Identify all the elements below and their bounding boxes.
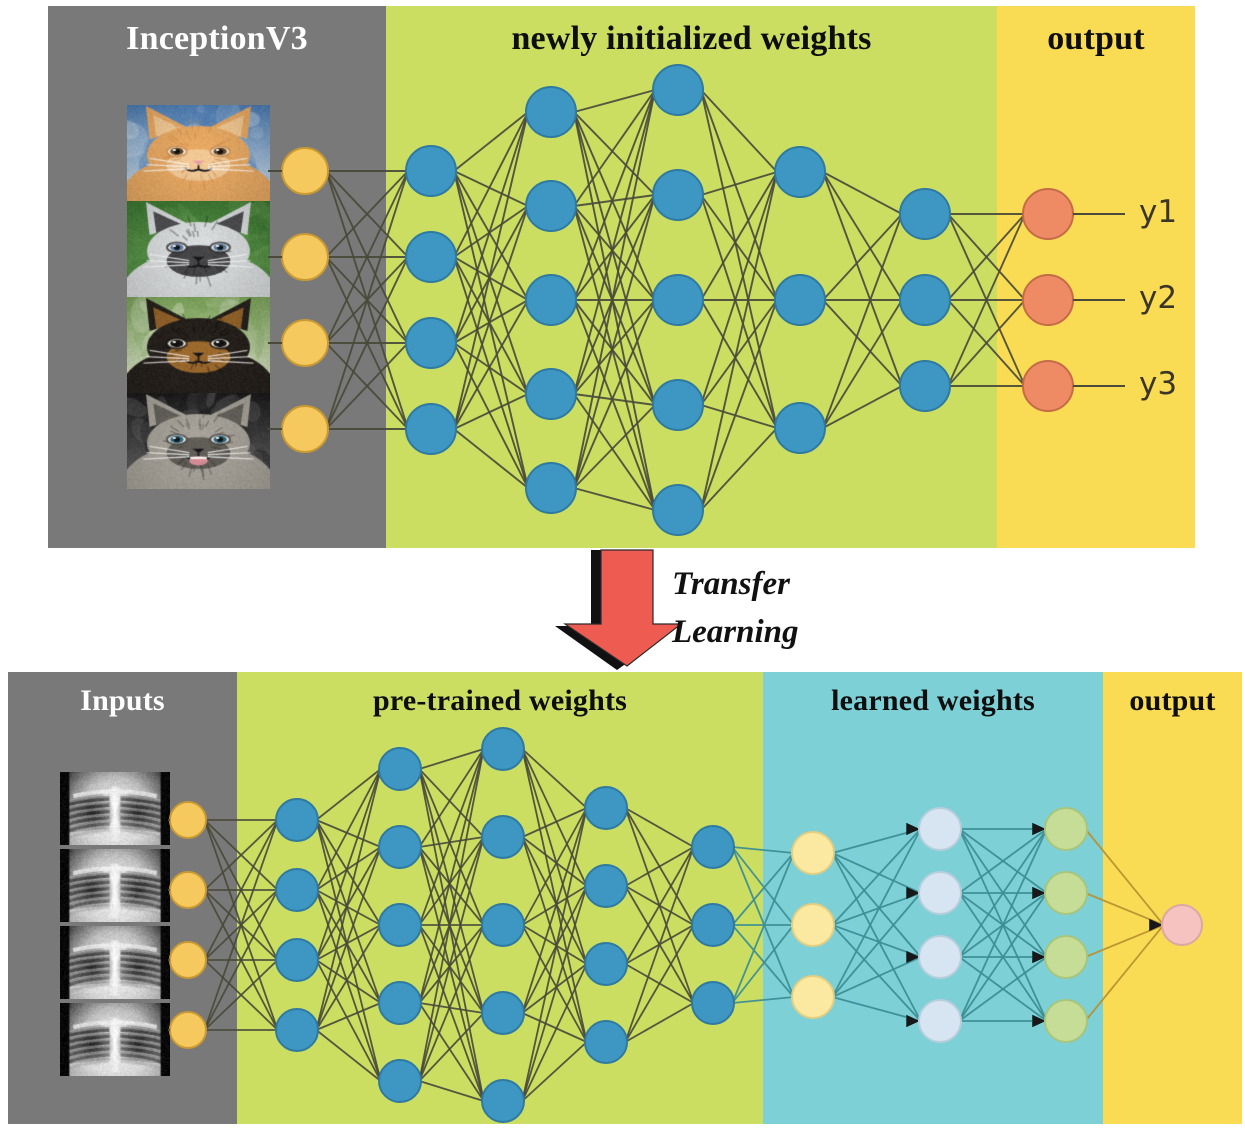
photo-tabby-kitten: [127, 393, 270, 489]
transfer-label-line2: Learning: [672, 614, 799, 650]
band-label-pre-trained: pre-trained weights: [372, 684, 628, 717]
photo-husky-puppy: [127, 201, 270, 297]
photo-orange-kitten: [127, 105, 270, 201]
band-newly-initialized: newly initialized weights: [386, 6, 997, 548]
xray-1: [60, 772, 170, 845]
xray-2: [60, 849, 170, 922]
transfer-learned-diagram: Inputs pre-trained weights learned weights…: [8, 672, 1242, 1124]
band-label-output: output: [1047, 20, 1145, 57]
xray-3: [60, 926, 170, 999]
band-output: output: [1103, 672, 1242, 1124]
output-label-y3: y3: [1139, 366, 1178, 402]
band-output: output: [997, 6, 1195, 548]
photo-rottweiler-puppy: [127, 297, 270, 393]
pretraining-diagram: InceptionV3 newly initialized weights outp…: [48, 6, 1195, 548]
band-label-newly-initialized: newly initialized weights: [511, 20, 872, 57]
band-label-inception: InceptionV3: [126, 20, 308, 57]
band-label-learned: learned weights: [831, 684, 1035, 717]
band-label-output: output: [1129, 684, 1216, 717]
band-learned: learned weights: [763, 672, 1103, 1124]
band-pre-trained: pre-trained weights: [237, 672, 763, 1124]
output-label-y1: y1: [1139, 194, 1178, 230]
band-label-inputs: Inputs: [80, 684, 165, 717]
output-label-y2: y2: [1139, 280, 1178, 316]
arrow-body: [563, 549, 683, 667]
xray-4: [60, 1003, 170, 1076]
transfer-label-line1: Transfer: [672, 566, 790, 602]
transfer-learning-arrow: [555, 549, 683, 670]
